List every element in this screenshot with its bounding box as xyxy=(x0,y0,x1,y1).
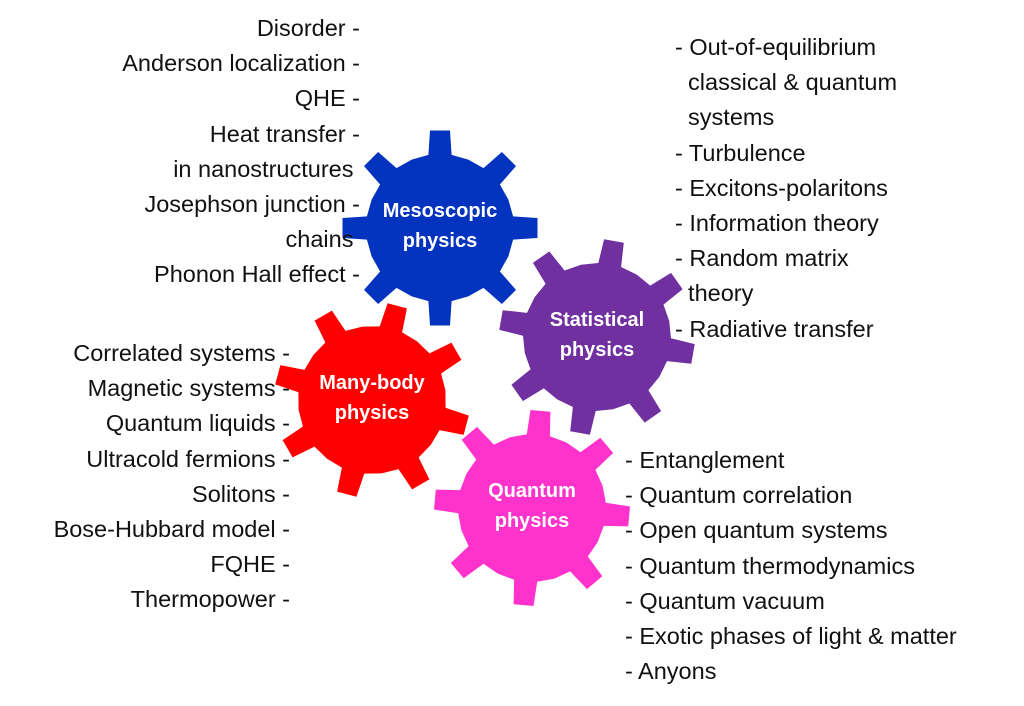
many-body-topic: Quantum liquids - xyxy=(105,410,290,437)
gear-mesoscopic xyxy=(342,130,538,326)
gear-label-quantum: Quantum physics xyxy=(452,476,612,536)
mesoscopic-topic: Heat transfer - xyxy=(209,120,360,147)
statistical-topic: - Excitons-polaritons xyxy=(675,174,888,201)
many-body-topic: Magnetic systems - xyxy=(87,375,290,402)
mesoscopic-topic: chains xyxy=(285,226,360,253)
many-body-topic: Solitons - xyxy=(192,480,290,507)
gear-label-line: physics xyxy=(494,510,570,532)
quantum-topic: - Anyons xyxy=(625,658,717,685)
mesoscopic-topic: in nanostructures xyxy=(173,155,360,182)
statistical-topic: classical & quantum xyxy=(675,69,898,96)
gear-label-line: physics xyxy=(559,339,635,361)
many-body-topic: Thermopower - xyxy=(130,586,290,613)
many-body-topic: Correlated systems - xyxy=(73,340,290,366)
quantum-topic: - Open quantum systems xyxy=(625,517,888,544)
gear-label-statistical: Statistical physics xyxy=(517,305,677,365)
gear-many-body xyxy=(275,303,469,497)
gear-label-mesoscopic: Mesoscopic physics xyxy=(360,196,520,256)
many-body-topic: FQHE - xyxy=(210,551,290,578)
statistical-topic: - Turbulence xyxy=(675,139,806,166)
statistical-topic: systems xyxy=(675,104,775,131)
quantum-topic: - Quantum correlation xyxy=(625,482,853,509)
statistical-topic: - Radiative transfer xyxy=(675,315,874,342)
gear-label-line: Mesoscopic xyxy=(382,200,498,222)
gear-statistical xyxy=(499,239,695,435)
quantum-topic: - Quantum vacuum xyxy=(625,587,825,614)
statistical-topic: - Out-of-equilibrium xyxy=(675,34,877,60)
gear-label-line: Many-body xyxy=(319,372,425,394)
gear-quantum xyxy=(434,410,630,606)
mesoscopic-topic: Phonon Hall effect - xyxy=(154,261,360,288)
gear-label-line: physics xyxy=(334,402,410,424)
statistical-topic: - Random matrix xyxy=(675,245,849,272)
gear-label-line: physics xyxy=(402,230,478,252)
mesoscopic-topic: QHE - xyxy=(294,85,360,112)
quantum-topic: - Quantum thermodynamics xyxy=(625,552,915,579)
quantum-topic: - Exotic phases of light & matter xyxy=(625,623,957,649)
many-body-topic: Ultracold fermions - xyxy=(86,445,290,472)
gear-label-line: Statistical xyxy=(549,309,645,331)
gear-label-line: Quantum xyxy=(488,480,576,502)
mesoscopic-topic: Disorder - xyxy=(256,15,360,41)
statistical-topic: theory xyxy=(675,280,754,307)
mesoscopic-topic: Josephson junction - xyxy=(144,191,360,217)
quantum-topic: - Entanglement xyxy=(625,447,785,473)
many-body-topic: Bose-Hubbard model - xyxy=(53,516,290,542)
statistical-topic: - Information theory xyxy=(675,210,879,236)
mesoscopic-topic: Anderson localization - xyxy=(122,50,360,77)
gear-label-many-body: Many-body physics xyxy=(292,368,452,428)
